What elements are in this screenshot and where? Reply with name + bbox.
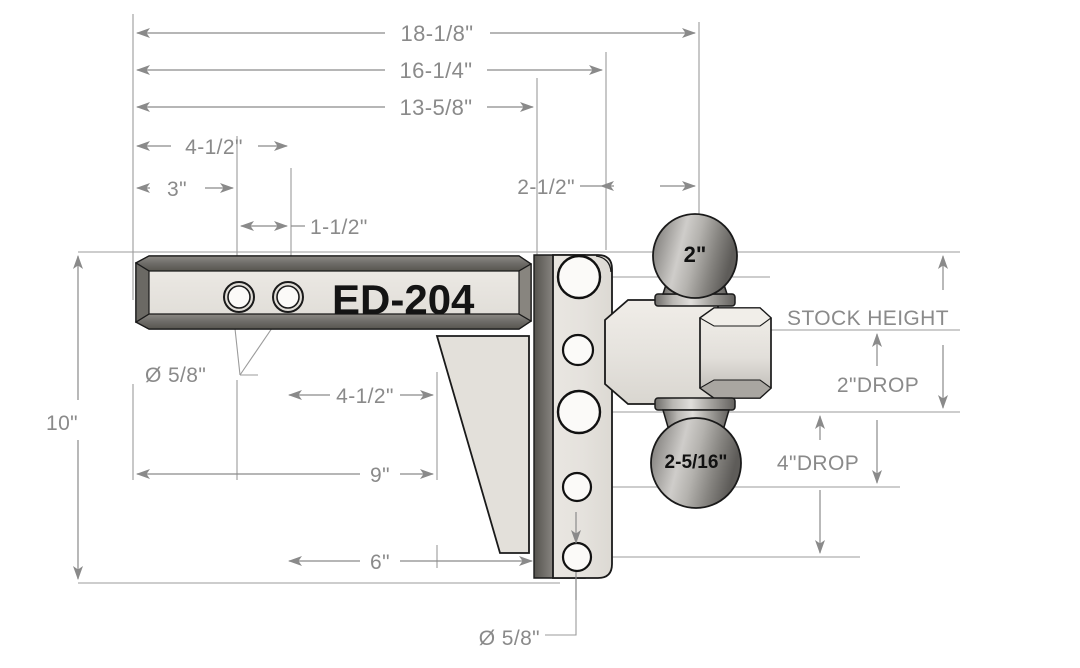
dim-stock-height: STOCK HEIGHT (787, 307, 949, 330)
receiver-shank-bar: ED-204 (134, 255, 533, 330)
dim-length-to-plate: 13-5/8" (400, 95, 473, 120)
shank-hole (272, 281, 304, 313)
dim-overall-height: 10" (46, 412, 78, 435)
ball-mount-arm (604, 299, 772, 405)
extension-lines (78, 14, 960, 584)
dim-hole-spacing-far: 4-1/2" (185, 136, 243, 159)
hitch-ball-2-5-16in: 2-5/16" (650, 397, 742, 509)
dim-drop-4: 4"DROP (777, 452, 859, 475)
plate-hole (556, 389, 602, 435)
plate-hole (561, 471, 593, 503)
dim-overall-length: 18-1/8" (401, 21, 474, 46)
dim-gusset-top: 4-1/2" (336, 385, 394, 408)
plate-hole (561, 333, 595, 367)
plate-hole (561, 541, 593, 573)
dim-hole-pitch: 1-1/2" (310, 216, 368, 239)
dim-gusset-bottom: 6" (370, 551, 390, 574)
dim-hole-first: 3" (167, 178, 187, 201)
dim-plate-hole-dia: Ø 5/8" (479, 627, 540, 650)
dim-shank-hole-dia: Ø 5/8" (145, 364, 206, 387)
dimension-lines (73, 28, 948, 580)
plate-hole (556, 254, 602, 300)
part-label-text: ED-204 (332, 276, 475, 323)
ball-lower-size-label: 2-5/16" (665, 452, 728, 473)
gusset-support-plate (435, 335, 530, 554)
dim-gusset-mid: 9" (370, 464, 390, 487)
dim-plate-to-ball: 2-1/2" (517, 176, 575, 199)
vertical-mounting-plate (533, 254, 613, 600)
dim-length-to-ball-center: 16-1/4" (400, 58, 473, 83)
ball-upper-size-label: 2" (684, 242, 707, 267)
hitch-ball-2in: 2" (652, 213, 738, 307)
shank-hole (223, 281, 255, 313)
dim-drop-2: 2"DROP (837, 374, 919, 397)
